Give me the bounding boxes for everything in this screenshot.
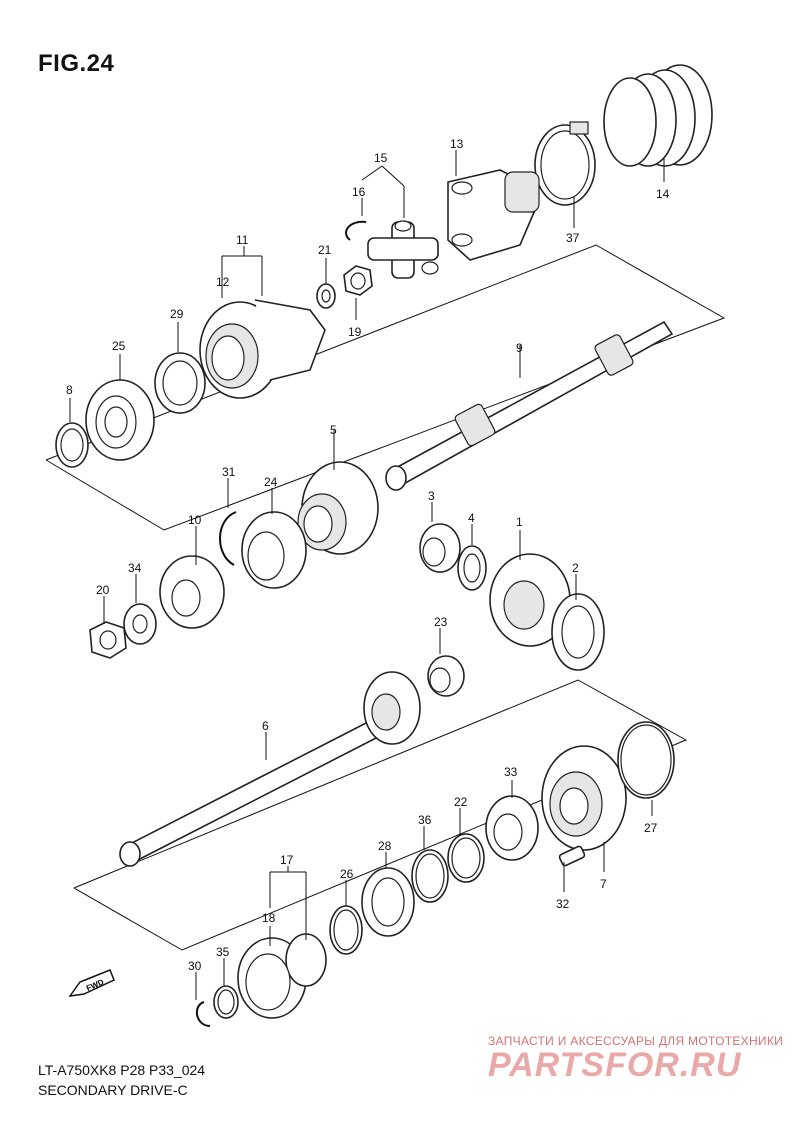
callout-32: 32 [556, 897, 570, 911]
callout-16: 16 [352, 185, 366, 199]
callout-8: 8 [66, 383, 73, 397]
callout-1: 1 [516, 515, 523, 529]
part-boot [603, 64, 713, 167]
figure-title: FIG.24 [38, 50, 115, 77]
part-bearing-25 [85, 379, 155, 461]
callout-10: 10 [188, 513, 202, 527]
callout-6: 6 [262, 719, 269, 733]
callout-17: 17 [280, 853, 294, 867]
callout-5: 5 [330, 423, 337, 437]
callout-23: 23 [434, 615, 448, 629]
callout-12: 12 [216, 275, 230, 289]
part-shim-8 [55, 422, 89, 468]
part-circlip-36 [411, 849, 449, 903]
figure-subtitle: SECONDARY DRIVE-C [38, 1082, 188, 1098]
callout-35: 35 [216, 945, 230, 959]
part-nut-19 [343, 265, 373, 296]
part-circlip-22 [447, 833, 485, 883]
part-shaft-6 [119, 671, 421, 867]
part-yoke [447, 169, 540, 261]
part-washer-2 [551, 593, 605, 671]
leader-lines [69, 150, 665, 1000]
forward-direction-arrow-icon: FWD [68, 969, 115, 997]
part-bevel-gear-5 [297, 461, 379, 555]
part-shim-26 [329, 905, 363, 955]
part-spacer-3 [419, 523, 461, 573]
part-bolt-32 [558, 845, 586, 867]
callout-3: 3 [428, 489, 435, 503]
callout-9: 9 [516, 341, 523, 355]
lower-frame [73, 679, 688, 951]
callout-19: 19 [348, 325, 362, 339]
callout-7: 7 [600, 877, 607, 891]
part-shim-4 [457, 545, 487, 591]
callout-2: 2 [572, 561, 579, 575]
part-oil-seal-28 [361, 867, 415, 937]
part-shaft-9 [385, 320, 674, 491]
callout-37: 37 [566, 231, 580, 245]
callout-36: 36 [418, 813, 432, 827]
watermark-tagline: ЗАПЧАСТИ И АКСЕССУАРЫ ДЛЯ МОТОТЕХНИКИ [488, 1034, 784, 1048]
callout-13: 13 [450, 137, 464, 151]
part-oil-seal-29 [154, 352, 206, 414]
callout-26: 26 [340, 867, 354, 881]
part-washer-21 [316, 283, 336, 309]
callout-33: 33 [504, 765, 518, 779]
watermark-brand: PARTSFOR.RU [488, 1046, 742, 1084]
part-coupling [237, 933, 327, 1019]
part-needle-bearing-23 [427, 655, 465, 697]
callout-22: 22 [454, 795, 468, 809]
callout-labels: 1 2 3 4 5 6 7 8 9 10 11 12 13 14 15 16 1… [66, 137, 670, 973]
callout-18: 18 [262, 911, 276, 925]
part-gear-10 [159, 555, 225, 629]
callout-15: 15 [374, 151, 388, 165]
part-circlip-16 [345, 220, 367, 241]
part-bearing-24 [241, 511, 307, 589]
callout-11: 11 [236, 233, 249, 247]
callout-21: 21 [318, 243, 332, 257]
callout-29: 29 [170, 307, 184, 321]
callout-30: 30 [188, 959, 202, 973]
part-washer-35 [213, 985, 239, 1019]
callout-28: 28 [378, 839, 392, 853]
model-code: LT-A750XK8 P28 P33_024 [38, 1062, 206, 1078]
callout-27: 27 [644, 821, 658, 835]
part-spider [367, 220, 439, 279]
part-housing-7 [541, 745, 627, 851]
upper-frame [45, 244, 726, 531]
callout-24: 24 [264, 475, 278, 489]
callout-14: 14 [656, 187, 670, 201]
part-clamp [534, 121, 596, 206]
part-circlip-31 [219, 511, 237, 566]
part-flange-yoke [199, 299, 326, 399]
callout-31: 31 [222, 465, 236, 479]
part-nut-20 [89, 621, 127, 659]
part-circlip-30 [195, 1001, 211, 1027]
part-bearing-33 [485, 795, 539, 861]
part-o-ring-27 [617, 721, 675, 799]
part-washer-34 [123, 603, 157, 645]
callout-34: 34 [128, 561, 142, 575]
callout-25: 25 [112, 339, 126, 353]
callout-4: 4 [468, 511, 475, 525]
callout-20: 20 [96, 583, 110, 597]
